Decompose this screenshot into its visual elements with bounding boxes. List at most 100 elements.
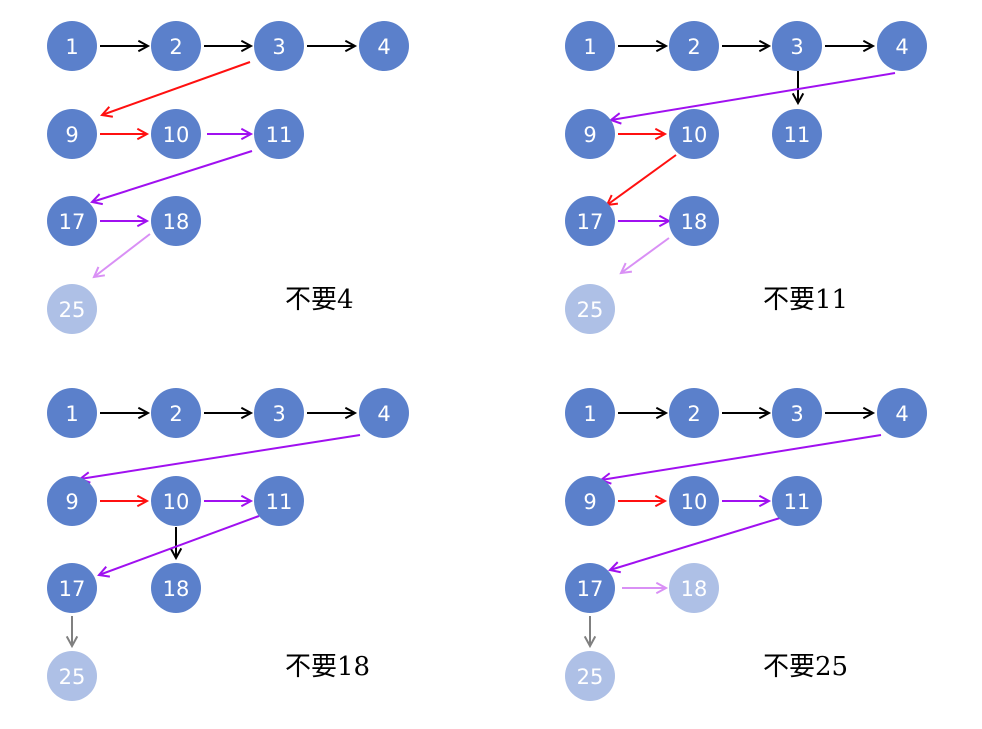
node-label: 1 xyxy=(583,402,596,426)
edge-arrow xyxy=(722,406,772,420)
edge-arrow xyxy=(618,39,669,53)
list-node: 11 xyxy=(254,109,304,159)
panel-caption: 不要4 xyxy=(285,285,354,315)
list-node: 3 xyxy=(772,21,822,71)
list-node: 11 xyxy=(254,476,304,526)
node-label: 1 xyxy=(65,35,78,59)
node-label: 11 xyxy=(266,490,293,514)
node-label: 2 xyxy=(169,35,182,59)
node-label: 3 xyxy=(790,402,803,426)
edge-arrow xyxy=(791,71,805,106)
list-node: 2 xyxy=(669,388,719,438)
list-node: 4 xyxy=(877,388,927,438)
panel-remove-18: 1 2 3 4 9 10 11 17 18 25 不要18 xyxy=(47,388,409,701)
panel-remove-25: 1 2 3 4 9 10 11 17 18 25 不要25 xyxy=(565,388,927,701)
node-label: 9 xyxy=(65,123,78,147)
list-node: 9 xyxy=(565,109,615,159)
node-label: 25 xyxy=(59,298,86,322)
list-node: 10 xyxy=(669,109,719,159)
node-label: 17 xyxy=(577,210,604,234)
edge-arrow xyxy=(622,581,669,595)
node-label: 11 xyxy=(784,490,811,514)
node-label: 3 xyxy=(790,35,803,59)
node-label: 1 xyxy=(65,402,78,426)
node-label: 1 xyxy=(583,35,596,59)
node-label: 9 xyxy=(583,490,596,514)
node-label: 9 xyxy=(65,490,78,514)
edge-arrow xyxy=(207,127,254,141)
node-label: 4 xyxy=(895,402,908,426)
node-label: 4 xyxy=(895,35,908,59)
edge-arrow xyxy=(618,214,672,228)
edge-arrow xyxy=(90,150,253,206)
node-label: 17 xyxy=(59,210,86,234)
list-node: 4 xyxy=(877,21,927,71)
node-label: 11 xyxy=(784,123,811,147)
edge-arrow xyxy=(825,39,876,53)
list-node: 9 xyxy=(47,109,97,159)
node-label: 18 xyxy=(681,577,708,601)
node-label: 18 xyxy=(681,210,708,234)
node-label: 10 xyxy=(681,490,708,514)
edge-arrow xyxy=(608,72,896,125)
list-node: 9 xyxy=(47,476,97,526)
edge-arrow xyxy=(204,406,254,420)
list-node: 1 xyxy=(47,388,97,438)
list-node: 2 xyxy=(151,21,201,71)
edge-arrow xyxy=(608,517,781,574)
list-node: 4 xyxy=(359,388,409,438)
list-node: 18 xyxy=(151,196,201,246)
edge-arrow xyxy=(722,39,772,53)
list-node: 25 xyxy=(565,284,615,334)
list-node: 25 xyxy=(565,651,615,701)
list-node: 11 xyxy=(772,109,822,159)
list-node: 10 xyxy=(151,476,201,526)
edge-arrow xyxy=(204,39,254,53)
panel-caption: 不要25 xyxy=(763,652,848,682)
edge-arrow xyxy=(97,515,260,578)
node-label: 2 xyxy=(687,402,700,426)
list-node: 3 xyxy=(772,388,822,438)
node-label: 17 xyxy=(577,577,604,601)
list-node: 1 xyxy=(565,21,615,71)
edge-arrow xyxy=(307,39,358,53)
node-label: 10 xyxy=(681,123,708,147)
list-node: 1 xyxy=(565,388,615,438)
edge-arrow xyxy=(618,494,668,508)
node-label: 3 xyxy=(272,402,285,426)
node-label: 11 xyxy=(266,123,293,147)
list-node: 2 xyxy=(151,388,201,438)
list-node: 25 xyxy=(47,284,97,334)
edge-arrow xyxy=(169,527,183,561)
node-label: 2 xyxy=(169,402,182,426)
list-node: 18 xyxy=(669,196,719,246)
edge-arrow xyxy=(825,406,876,420)
list-node: 25 xyxy=(47,651,97,701)
edge-arrow xyxy=(100,494,150,508)
edge-arrow xyxy=(605,154,677,207)
node-label: 25 xyxy=(577,298,604,322)
node-label: 10 xyxy=(163,123,190,147)
edge-arrow xyxy=(204,494,254,508)
list-node: 2 xyxy=(669,21,719,71)
edge-arrow xyxy=(100,61,251,118)
edge-arrow xyxy=(100,406,151,420)
node-label: 9 xyxy=(583,123,596,147)
node-label: 18 xyxy=(163,577,190,601)
list-node: 3 xyxy=(254,388,304,438)
panel-caption: 不要18 xyxy=(285,652,370,682)
list-node: 1 xyxy=(47,21,97,71)
node-label: 17 xyxy=(59,577,86,601)
edge-arrow xyxy=(100,39,151,53)
edge-arrow xyxy=(619,237,670,275)
node-label: 4 xyxy=(377,402,390,426)
node-label: 10 xyxy=(163,490,190,514)
edge-arrow xyxy=(722,494,772,508)
list-node: 17 xyxy=(47,563,97,613)
edge-arrow xyxy=(618,406,669,420)
node-label: 2 xyxy=(687,35,700,59)
edge-arrow xyxy=(100,214,150,228)
